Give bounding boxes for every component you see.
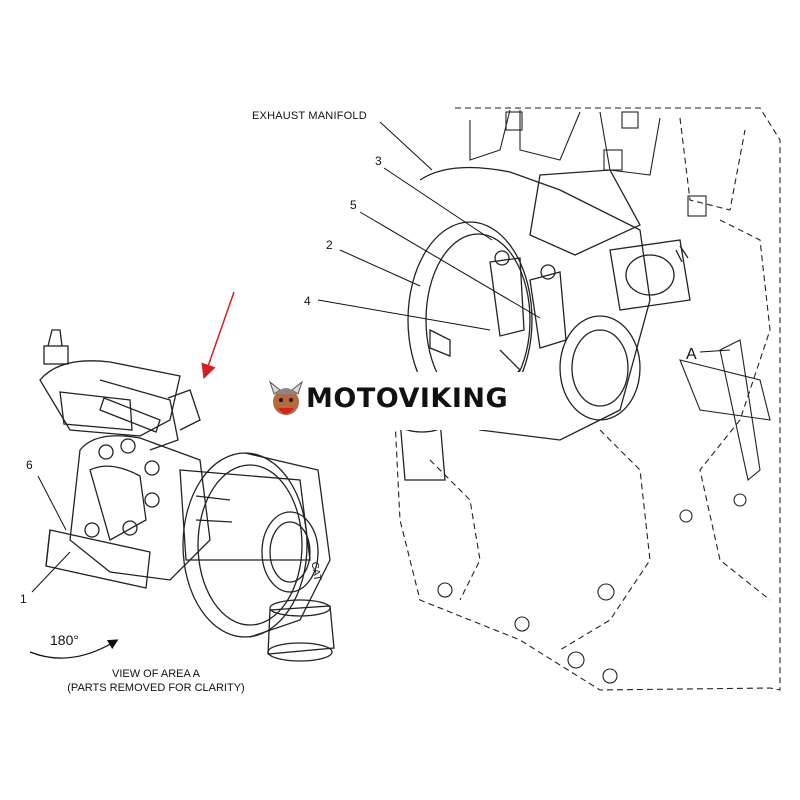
red-pointer-arrow [201,291,235,380]
callout-6: 6 [26,458,33,472]
rotation-label: 180° [50,632,79,648]
view-caption: VIEW OF AREA A (PARTS REMOVED FOR CLARIT… [26,667,286,695]
callout-1: 1 [20,592,27,606]
detail-turbocharger [39,329,335,662]
callout-2: 2 [326,238,333,252]
area-a-marker: A [686,346,697,363]
callout-leaders [31,121,731,593]
mounted-turbocharger [399,166,691,481]
callout-5: 5 [350,198,357,212]
watermark-banner [262,372,538,430]
watermark-text: MOTOVIKING [306,383,509,414]
view-caption-line1: VIEW OF AREA A [111,668,201,680]
viking-logo-icon [268,380,304,415]
exhaust-manifold-label: EXHAUST MANIFOLD [252,110,367,122]
view-caption-line2: (PARTS REMOVED FOR CLARITY) [67,682,245,694]
rotation-arrow [29,639,119,659]
callout-3: 3 [375,154,382,168]
callout-4: 4 [304,294,311,308]
engine-block [394,107,781,691]
